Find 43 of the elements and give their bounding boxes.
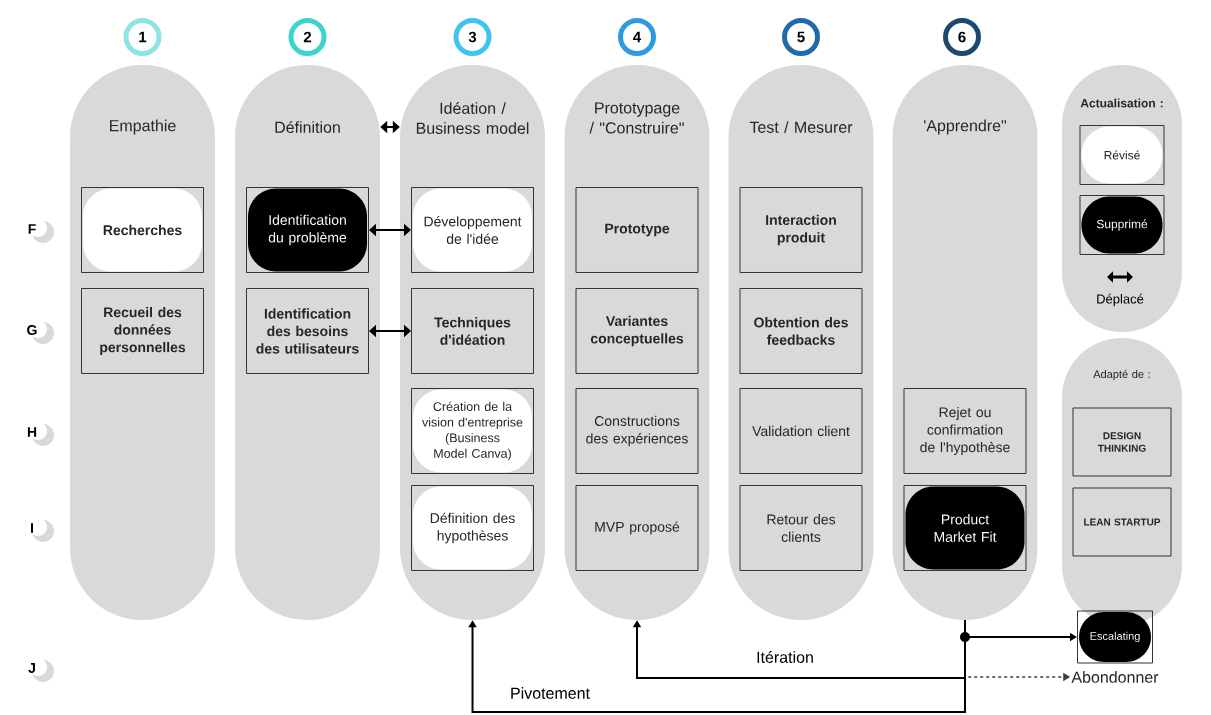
arrow (369, 223, 411, 237)
edge-label: Itération (755, 650, 815, 664)
arrow (380, 120, 400, 134)
process-box: Identification des besoins des utilisateurs (246, 288, 369, 374)
process-box: Recueil des données personnelles (81, 288, 204, 374)
process-box: Variantes conceptuelles (575, 288, 699, 374)
outcome-label: Abondonner (1071, 671, 1159, 683)
step-number: 4 (618, 18, 656, 56)
row-letter: H (27, 427, 37, 437)
rounded-box: Définition des hypothèses (411, 485, 534, 571)
process-box: Retour des clients (739, 485, 863, 571)
process-box: Validation client (739, 388, 863, 474)
process-box: Rejet ou confirmation de l'hypothèse (903, 388, 1027, 474)
arrow (369, 324, 411, 338)
process-box: DESIGN THINKING (1072, 407, 1172, 477)
rounded-box: Product Market Fit (903, 485, 1027, 571)
row-letter: J (28, 663, 35, 673)
process-box: Obtention des feedbacks (739, 288, 863, 374)
process-box: Prototype (575, 187, 699, 273)
legend-item: Déplacé (1097, 271, 1144, 307)
rounded-box: Identification du problème (246, 187, 369, 273)
row-letter: F (28, 224, 36, 234)
step-number: 6 (943, 18, 981, 56)
rounded-box: Création de la vision d'entreprise (Business Model Canva) (411, 388, 534, 474)
rounded-box: Développement de l'idée (411, 187, 534, 273)
rounded-box: Escalating (1077, 610, 1153, 664)
edge-label: Pivotement (509, 686, 592, 700)
row-letter: I (31, 523, 33, 533)
process-box: Constructions des expériences (575, 388, 699, 474)
rounded-box: Recherches (81, 187, 204, 273)
arrow (632, 619, 966, 679)
rounded-box: Supprimé (1079, 195, 1165, 255)
step-number: 3 (453, 18, 492, 56)
process-box: Interaction produit (739, 187, 863, 273)
arrow (468, 619, 966, 713)
process-box: MVP proposé (575, 485, 699, 571)
process-box: Techniques d'idéation (411, 288, 534, 374)
rounded-box: Révisé (1079, 125, 1165, 185)
process-box: LEAN STARTUP (1072, 487, 1172, 557)
step-number: 2 (288, 18, 327, 56)
step-number: 1 (123, 18, 162, 56)
row-letter: G (27, 325, 37, 335)
step-number: 5 (782, 18, 820, 56)
